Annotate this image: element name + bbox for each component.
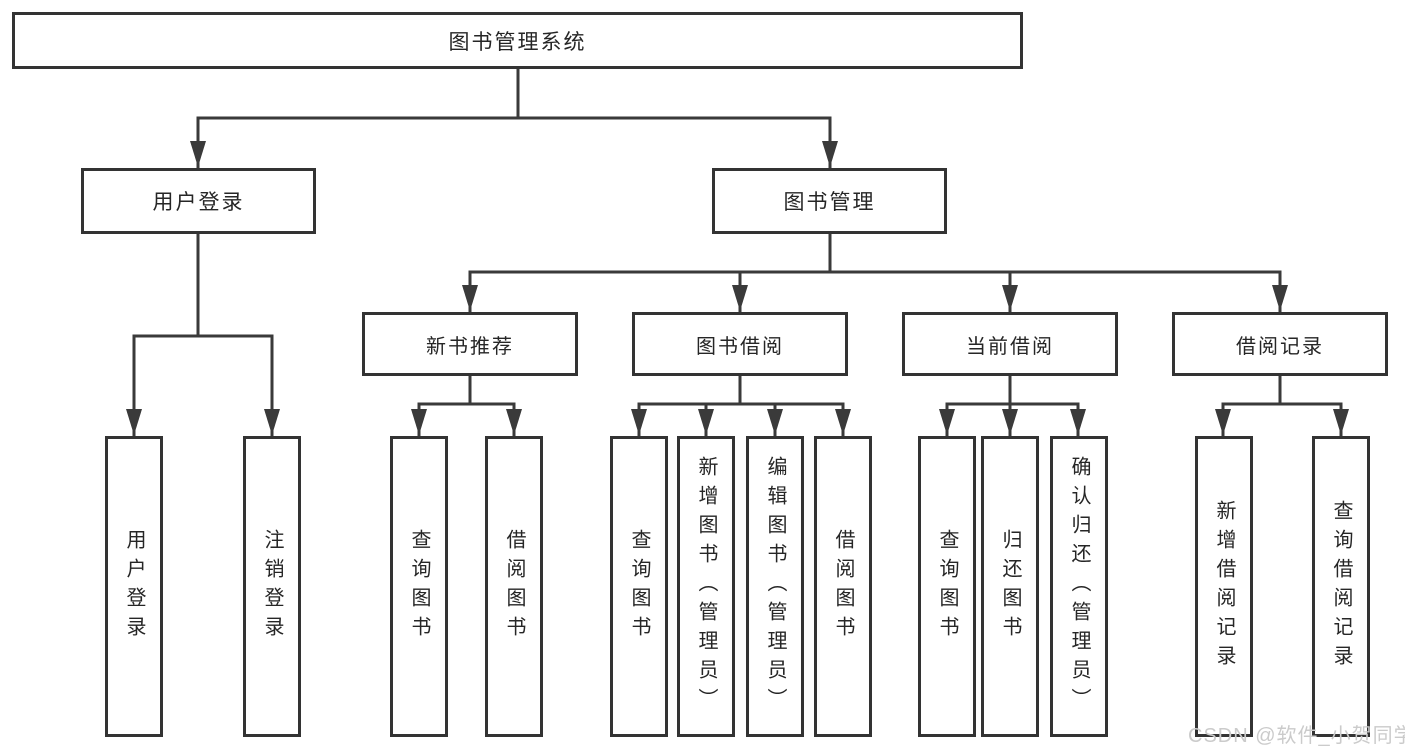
node-label: 图书借阅 bbox=[696, 335, 784, 358]
node-label: 新增图书（管理员） bbox=[695, 456, 717, 717]
leaf-add-borrow-record: 新增借阅记录 bbox=[1195, 436, 1253, 737]
node-label: 注销登录 bbox=[261, 528, 283, 645]
watermark: CSDN @软件_小贺同学 bbox=[1188, 725, 1405, 747]
node-label: 归还图书 bbox=[999, 528, 1021, 645]
node-label: 图书管理系统 bbox=[448, 30, 587, 54]
node-label: 查询图书 bbox=[628, 528, 650, 645]
node-label: 查询图书 bbox=[936, 528, 958, 645]
leaf-add-books-admin: 新增图书（管理员） bbox=[677, 436, 735, 737]
node-label: 借阅记录 bbox=[1236, 335, 1324, 358]
leaf-edit-books-admin: 编辑图书（管理员） bbox=[746, 436, 804, 737]
leaf-query-books-recommend: 查询图书 bbox=[390, 436, 448, 737]
leaf-borrow-books-recommend: 借阅图书 bbox=[485, 436, 543, 737]
node-label: 新书推荐 bbox=[426, 335, 514, 358]
node-user-login: 用户登录 bbox=[81, 168, 316, 234]
node-label: 新增借阅记录 bbox=[1213, 499, 1235, 674]
node-root-library-system: 图书管理系统 bbox=[12, 12, 1023, 69]
leaf-return-books: 归还图书 bbox=[981, 436, 1039, 737]
node-label: 用户登录 bbox=[123, 528, 145, 645]
leaf-query-books-current: 查询图书 bbox=[918, 436, 976, 737]
leaf-borrow-books: 借阅图书 bbox=[814, 436, 872, 737]
leaf-logout: 注销登录 bbox=[243, 436, 301, 737]
leaf-query-borrow-record: 查询借阅记录 bbox=[1312, 436, 1370, 737]
node-label: 查询图书 bbox=[408, 528, 430, 645]
node-book-management: 图书管理 bbox=[712, 168, 947, 234]
node-label: 当前借阅 bbox=[966, 335, 1054, 358]
node-label: 用户登录 bbox=[152, 191, 245, 214]
node-label: 确认归还（管理员） bbox=[1068, 456, 1090, 717]
node-book-borrowing: 图书借阅 bbox=[632, 312, 848, 376]
node-label: 查询借阅记录 bbox=[1330, 499, 1352, 674]
node-label: 编辑图书（管理员） bbox=[764, 456, 786, 717]
leaf-confirm-return-admin: 确认归还（管理员） bbox=[1050, 436, 1108, 737]
node-current-borrowing: 当前借阅 bbox=[902, 312, 1118, 376]
node-borrowing-records: 借阅记录 bbox=[1172, 312, 1388, 376]
leaf-query-books-borrow: 查询图书 bbox=[610, 436, 668, 737]
node-label: 借阅图书 bbox=[832, 528, 854, 645]
node-new-book-recommend: 新书推荐 bbox=[362, 312, 578, 376]
node-label: 图书管理 bbox=[783, 191, 876, 214]
leaf-user-login: 用户登录 bbox=[105, 436, 163, 737]
node-label: 借阅图书 bbox=[503, 528, 525, 645]
